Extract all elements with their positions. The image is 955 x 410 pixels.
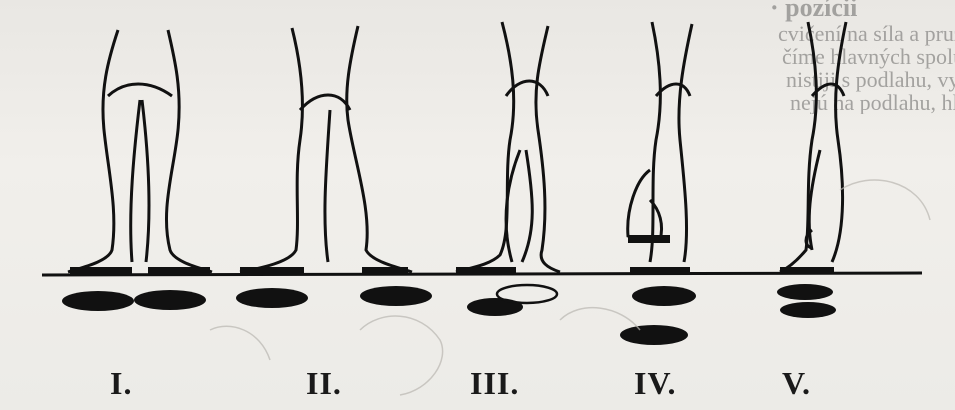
position-1-footprints bbox=[62, 290, 206, 311]
position-5-footprints bbox=[777, 284, 836, 318]
position-3-footprints bbox=[467, 285, 557, 316]
position-3-label: III. bbox=[470, 365, 519, 402]
position-1-label: I. bbox=[110, 365, 132, 402]
position-2-label: II. bbox=[306, 365, 342, 402]
position-4-figure bbox=[628, 22, 692, 274]
position-4-footprints bbox=[620, 286, 696, 345]
position-1-figure bbox=[68, 30, 212, 274]
position-2-footprints bbox=[236, 286, 432, 308]
position-3-figure bbox=[456, 22, 560, 274]
position-4-label: IV. bbox=[634, 365, 676, 402]
position-2-figure bbox=[240, 26, 412, 274]
position-5-label: V. bbox=[782, 365, 811, 402]
position-5-figure bbox=[780, 22, 846, 274]
